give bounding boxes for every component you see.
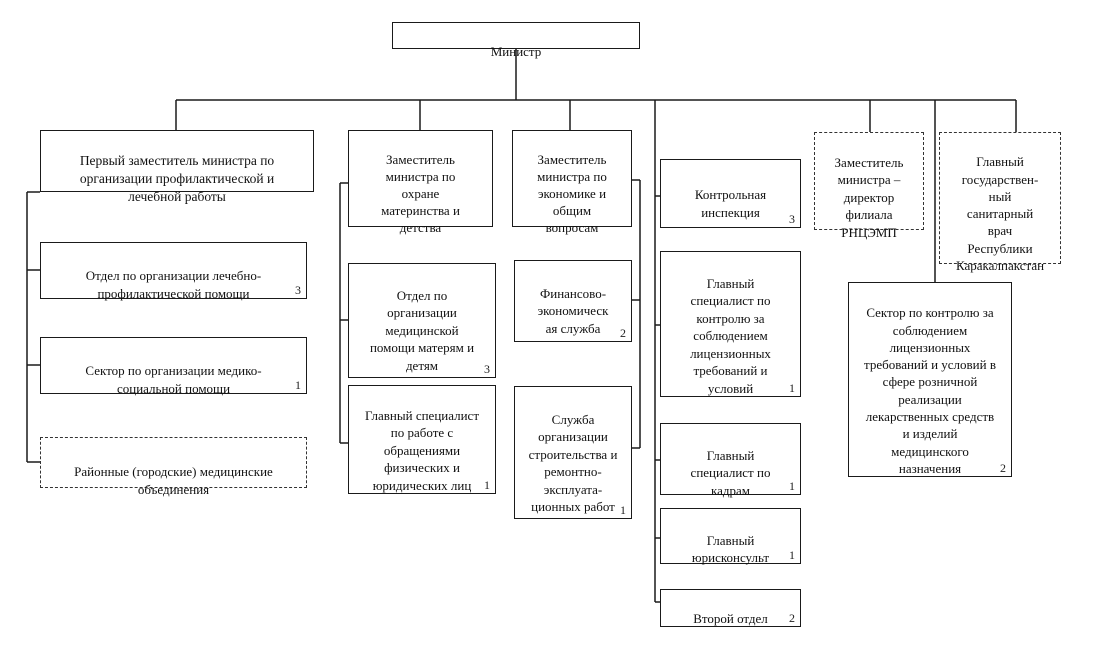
mothers-children-dept-count: 3 xyxy=(484,362,490,376)
deputy-maternity-label: Заместитель министра по охране материнст… xyxy=(381,152,460,235)
license-specialist-count: 1 xyxy=(789,381,795,395)
social-sector-box: Сектор по организации медико- социальной… xyxy=(40,337,307,396)
second-dept-box: Второй отдел 2 xyxy=(660,589,801,627)
minister-box: Министр xyxy=(392,22,640,59)
deputy-maternity-box: Заместитель министра по охране материнст… xyxy=(348,130,493,235)
chief-sanitary-doctor-label: Главный государствен- ный санитарный вра… xyxy=(955,154,1045,274)
treatment-dept-label: Отдел по организации лечебно- профилакти… xyxy=(85,268,262,301)
appeals-specialist-count: 1 xyxy=(484,478,490,492)
appeals-specialist-label: Главный специалист по работе с обращения… xyxy=(364,407,480,493)
deputy-director-label: Заместитель министра – директор филиала … xyxy=(834,154,904,240)
control-inspection-box: Контрольная инспекция 3 xyxy=(660,159,801,228)
license-specialist-label: Главный специалист по контролю за соблюд… xyxy=(690,275,771,396)
construction-service-label: Служба организации строительства и ремон… xyxy=(528,411,618,515)
appeals-specialist-box: Главный специалист по работе с обращения… xyxy=(348,385,496,494)
mothers-children-dept-box: Отдел по организации медицинской помощи … xyxy=(348,263,496,378)
first-deputy-box: Первый заместитель министра по организац… xyxy=(40,130,314,204)
minister-label: Министр xyxy=(490,43,542,59)
chief-sanitary-doctor-box: Главный государствен- ный санитарный вра… xyxy=(939,132,1061,273)
deputy-economy-box: Заместитель министра по экономике и общи… xyxy=(512,130,632,235)
control-inspection-label: Контрольная инспекция xyxy=(694,187,767,220)
pharma-control-sector-box: Сектор по контролю за соблюдением лиценз… xyxy=(848,282,1012,477)
hr-specialist-box: Главный специалист по кадрам 1 xyxy=(660,423,801,498)
deputy-economy-label: Заместитель министра по экономике и общи… xyxy=(537,152,607,235)
treatment-dept-count: 3 xyxy=(295,283,301,297)
treatment-dept-box: Отдел по организации лечебно- профилакти… xyxy=(40,242,307,301)
first-deputy-label: Первый заместитель министра по организац… xyxy=(79,153,275,204)
mothers-children-dept-label: Отдел по организации медицинской помощи … xyxy=(369,287,475,373)
legal-adviser-label: Главный юрисконсульт xyxy=(691,532,770,566)
social-sector-count: 1 xyxy=(295,378,301,392)
social-sector-label: Сектор по организации медико- социальной… xyxy=(85,363,262,396)
second-dept-count: 2 xyxy=(789,611,795,625)
second-dept-label: Второй отдел xyxy=(693,610,768,626)
control-inspection-count: 3 xyxy=(789,212,795,226)
pharma-control-sector-count: 2 xyxy=(1000,461,1006,475)
hr-specialist-label: Главный специалист по кадрам xyxy=(690,447,771,498)
construction-service-count: 1 xyxy=(620,503,626,517)
district-associations-box: Районные (городские) медицинские объедин… xyxy=(40,437,307,497)
hr-specialist-count: 1 xyxy=(789,479,795,493)
construction-service-box: Служба организации строительства и ремон… xyxy=(514,386,632,519)
finance-service-count: 2 xyxy=(620,326,626,340)
license-specialist-box: Главный специалист по контролю за соблюд… xyxy=(660,251,801,397)
finance-service-label: Финансово- экономическ ая служба xyxy=(537,285,609,336)
legal-adviser-box: Главный юрисконсульт 1 xyxy=(660,508,801,566)
deputy-director-box: Заместитель министра – директор филиала … xyxy=(814,132,924,240)
finance-service-box: Финансово- экономическ ая служба 2 xyxy=(514,260,632,342)
district-associations-label: Районные (городские) медицинские объедин… xyxy=(74,464,273,497)
legal-adviser-count: 1 xyxy=(789,548,795,562)
pharma-control-sector-label: Сектор по контролю за соблюдением лиценз… xyxy=(864,305,996,476)
